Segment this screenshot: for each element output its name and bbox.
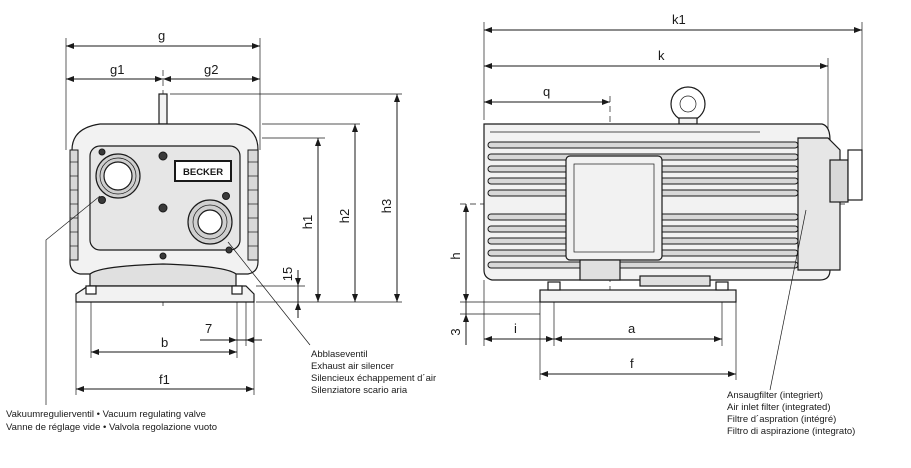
bolt-icon	[98, 196, 106, 204]
dim-label-g: g	[158, 28, 165, 43]
dim-label-h1: h1	[300, 215, 315, 229]
dim-label-k: k	[658, 48, 665, 63]
base-feet-front	[75, 285, 255, 303]
note-exhaust-line4: Silenziatore scario aria	[311, 385, 408, 396]
dim-label-q: q	[543, 84, 550, 99]
filter-housing	[797, 137, 841, 271]
dim-label-h: h	[448, 252, 463, 259]
note-exhaust-line2: Exhaust air silencer	[311, 361, 394, 372]
dim-label-15: 15	[280, 267, 295, 281]
dim-label-f1: f1	[159, 372, 170, 387]
bolt-icon	[225, 246, 233, 254]
bolt-icon	[222, 192, 230, 200]
note-filter-line1: Ansaugfilter (integriert)	[727, 390, 823, 401]
dim-label-b: b	[161, 335, 168, 350]
dim-label-a: a	[628, 321, 636, 336]
dim-label-i: i	[514, 321, 517, 336]
cooling-fins-left	[69, 149, 79, 261]
note-exhaust-line3: Silencieux échappement d´air	[311, 373, 436, 384]
brand-logo-text: BECKER	[183, 167, 223, 178]
base-plate-side	[539, 289, 737, 303]
note-vacuum-valve: Vakuumregulierventil • Vacuum regulating…	[6, 409, 217, 433]
note-exhaust-line1: Abblaseventil	[311, 349, 368, 360]
dim-label-h2: h2	[337, 209, 352, 223]
note-filter-line2: Air inlet filter (integrated)	[727, 402, 830, 413]
dim-label-3: 3	[448, 328, 463, 335]
note-filter-line4: Filtro di aspirazione (integrato)	[727, 426, 855, 437]
bolt-icon	[159, 252, 167, 260]
dim-label-k1: k1	[672, 12, 686, 27]
dim-label-g1: g1	[110, 62, 124, 77]
note-exhaust: Abblaseventil Exhaust air silencer Silen…	[311, 349, 436, 396]
dim-label-h3: h3	[379, 199, 394, 213]
dim-label-7: 7	[205, 321, 212, 336]
side-view: k1 k q	[448, 12, 863, 391]
cooling-fins-right	[247, 149, 259, 261]
dim-label-g2: g2	[204, 62, 218, 77]
bolt-icon	[158, 151, 168, 161]
note-filter: Ansaugfilter (integriert) Air inlet filt…	[727, 390, 855, 437]
dim-label-f: f	[630, 356, 634, 371]
front-view: g g1 g2	[45, 28, 402, 405]
center-boss	[565, 155, 663, 261]
note-vacuum-valve-line2: Vanne de réglage vide • Valvola regolazi…	[6, 422, 217, 433]
bolt-icon	[158, 203, 168, 213]
bolt-icon	[98, 148, 106, 156]
note-filter-line3: Filtre d´aspration (intégré)	[727, 414, 836, 425]
note-vacuum-valve-line1: Vakuumregulierventil • Vacuum regulating…	[6, 409, 206, 420]
